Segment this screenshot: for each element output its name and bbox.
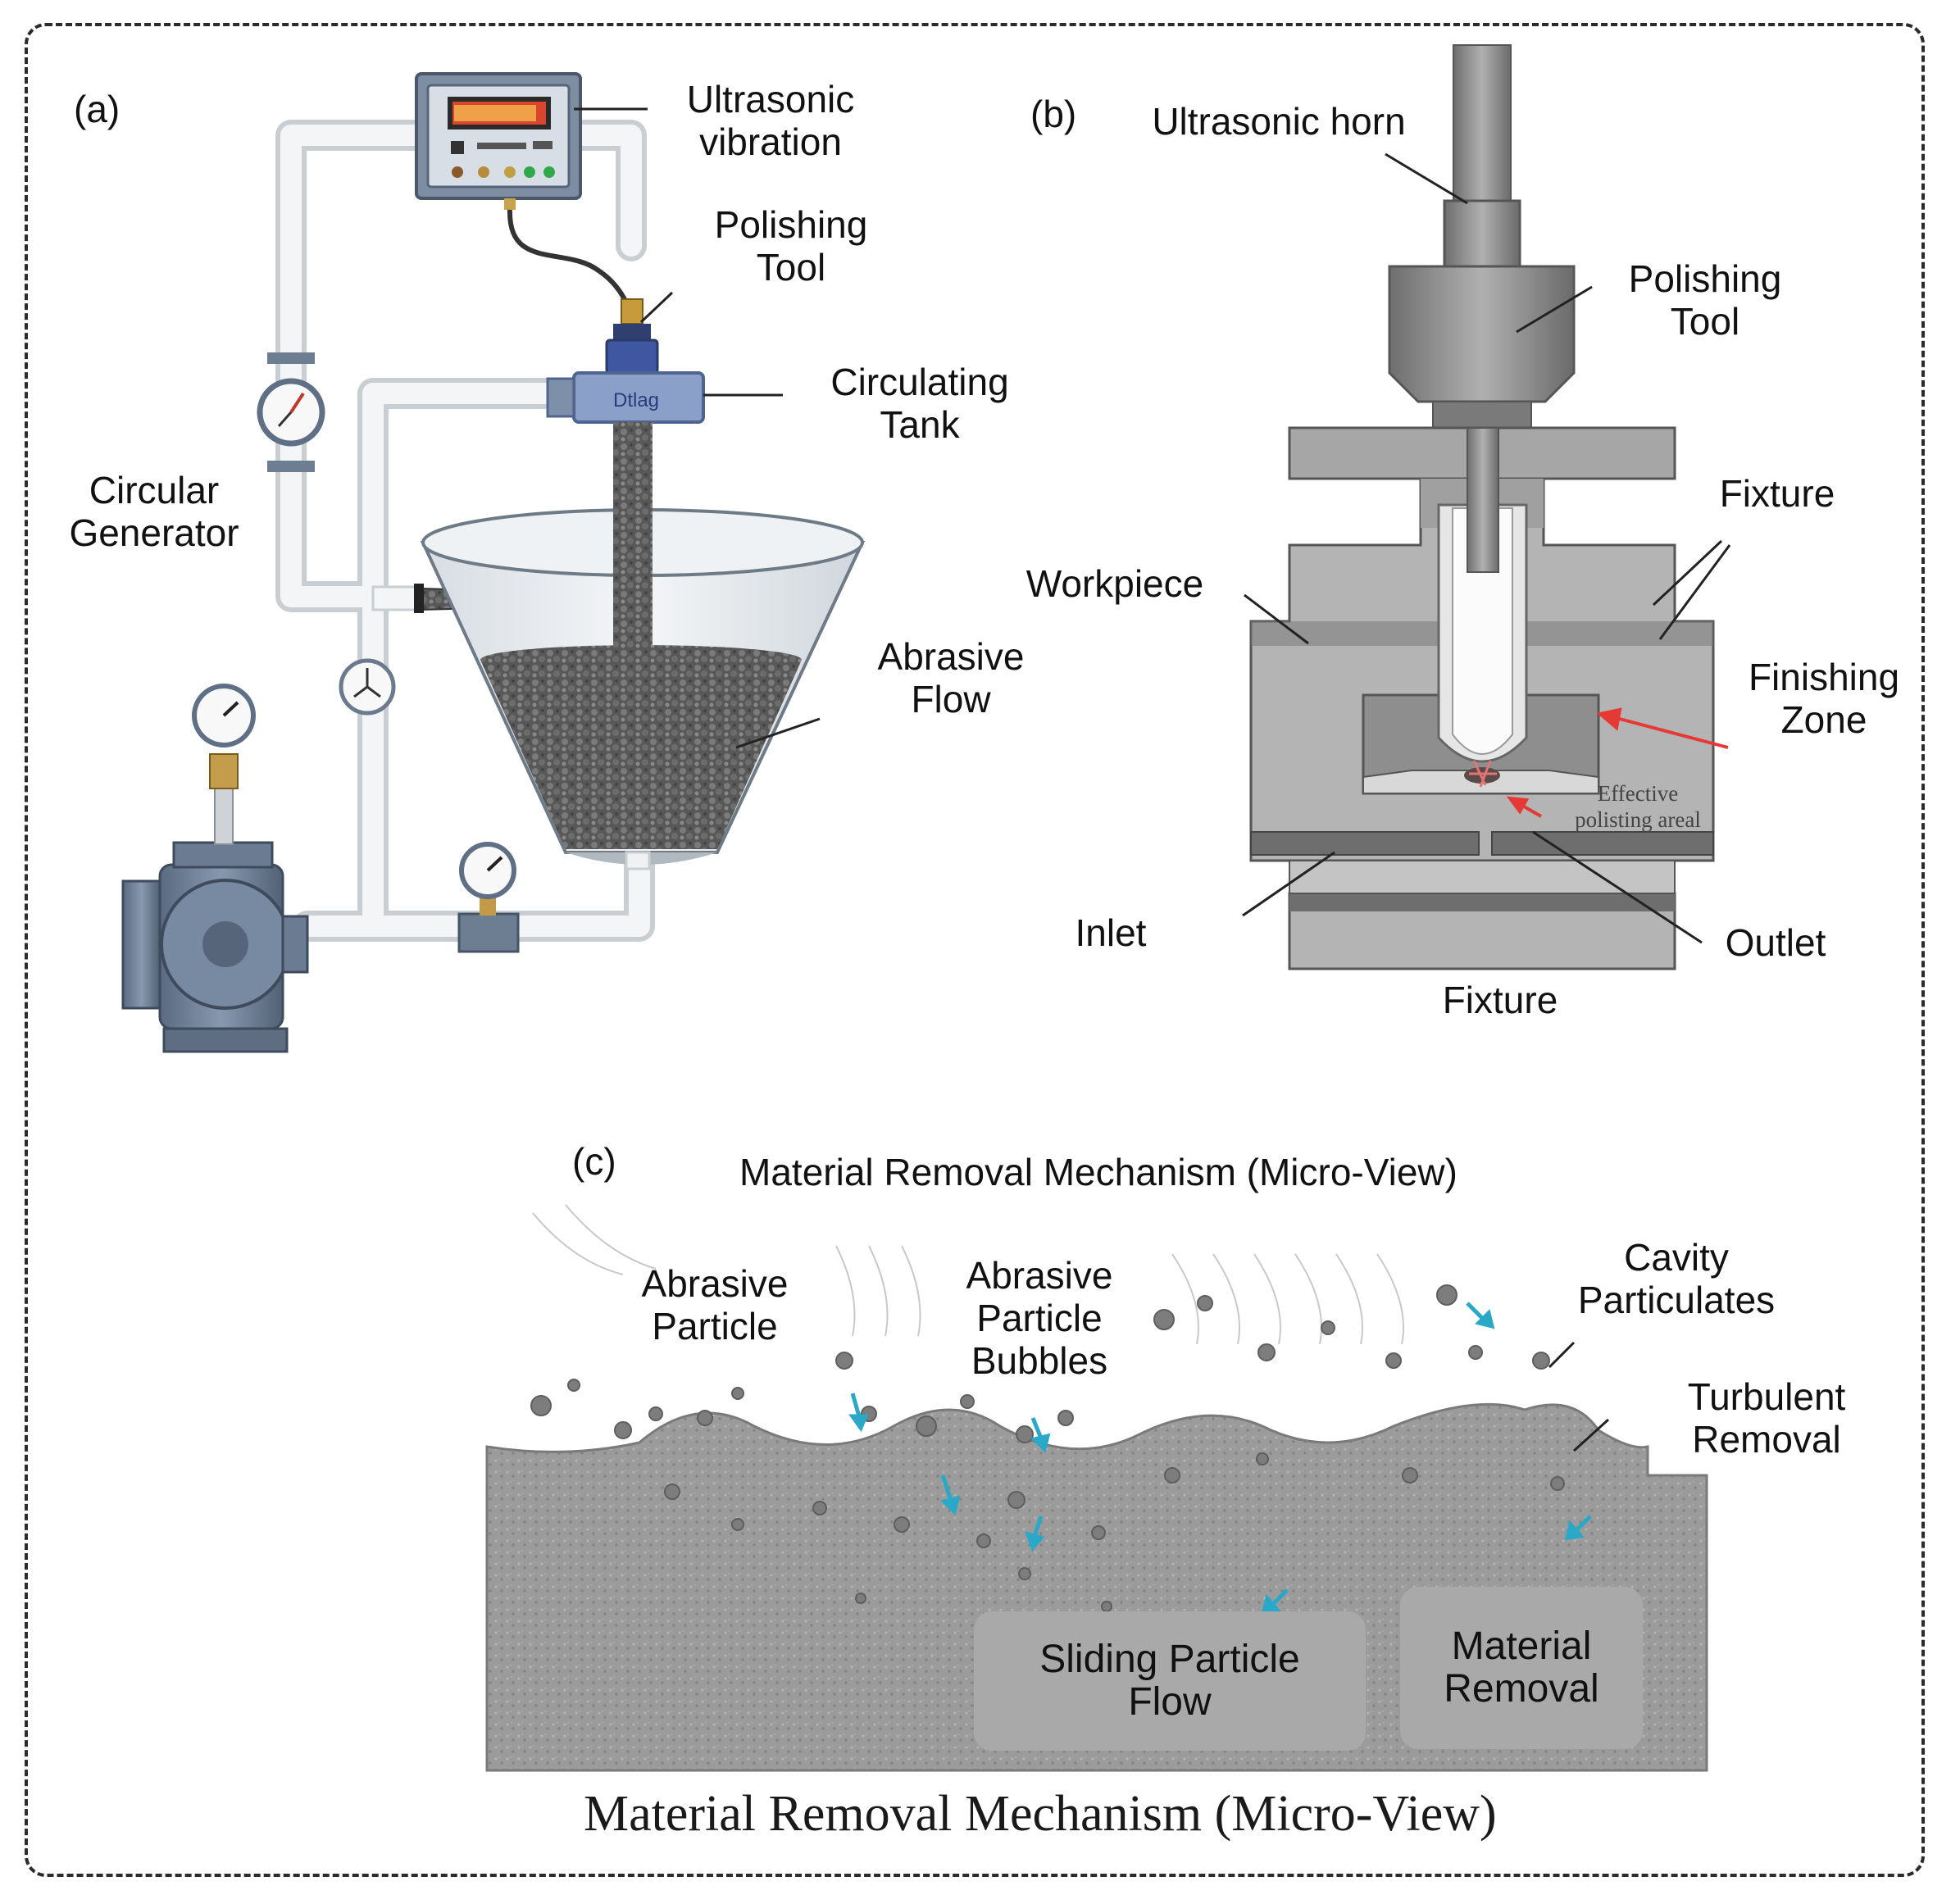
label-polishing-tool-b: Polishing Tool: [1628, 257, 1782, 343]
panel-c-micro-view: [485, 1204, 1708, 1772]
label-abrasive-particle-bubbles: Abrasive Particle Bubbles: [966, 1254, 1113, 1382]
sliding-particle-flow-box: [974, 1611, 1366, 1751]
panel-c-tag: (c): [572, 1140, 616, 1183]
dashed-frame: [25, 23, 1925, 1877]
panel-a-apparatus: Dtlag: [121, 72, 866, 1053]
label-inlet: Inlet: [1075, 911, 1147, 954]
label-fixture-top: Fixture: [1719, 472, 1835, 515]
abrasive-stream: [613, 422, 653, 668]
label-cavity-particulates: Cavity Particulates: [1577, 1236, 1776, 1321]
label-turbulent-removal: Turbulent Removal: [1687, 1375, 1846, 1461]
label-polishing-tool-a: Polishing Tool: [714, 203, 868, 289]
label-sliding-particle-flow: Sliding Particle Flow: [1039, 1638, 1300, 1724]
panel-b-cross-section: [1242, 44, 1731, 970]
label-fixture-bottom: Fixture: [1442, 979, 1558, 1021]
label-circulating-tank: Circulating Tank: [830, 361, 1009, 446]
bottom-caption: Material Removal Mechanism (Micro-View): [584, 1786, 1497, 1842]
abrasive-hopper: [420, 422, 866, 870]
flow-arrows: [848, 1302, 1592, 1614]
pipe-gauge-bottom: [457, 842, 520, 953]
svg-text:Dtlag: Dtlag: [613, 389, 659, 411]
ultrasonic-generator-box: [415, 72, 582, 210]
label-finishing-zone: Finishing Zone: [1748, 656, 1900, 741]
pipe-gauge-middle: [339, 658, 396, 716]
label-ultrasonic-vibration: Ultrasonic vibration: [686, 78, 855, 163]
label-workpiece: Workpiece: [1025, 562, 1204, 605]
label-effective-area: Effective polisting areal: [1575, 781, 1701, 832]
material-removal-box: [1400, 1587, 1643, 1749]
pipe-gauge-upper: [257, 352, 325, 472]
label-abrasive-flow: Abrasive Flow: [877, 635, 1025, 720]
particles: [530, 1284, 1565, 1612]
panel-a-tag: (a): [74, 88, 121, 130]
label-material-removal: Material Removal: [1444, 1625, 1599, 1711]
panel-b-tag: (b): [1030, 93, 1077, 135]
label-micro-view-title: Material Removal Mechanism (Micro-View): [739, 1151, 1457, 1193]
label-circular-generator: Circular Generator: [69, 469, 239, 554]
label-outlet: Outlet: [1725, 921, 1826, 964]
label-abrasive-particle: Abrasive Particle: [641, 1262, 789, 1347]
pump: [121, 684, 309, 1053]
contact-point: [1464, 760, 1500, 788]
label-ultrasonic-horn: Ultrasonic horn: [1152, 100, 1406, 143]
